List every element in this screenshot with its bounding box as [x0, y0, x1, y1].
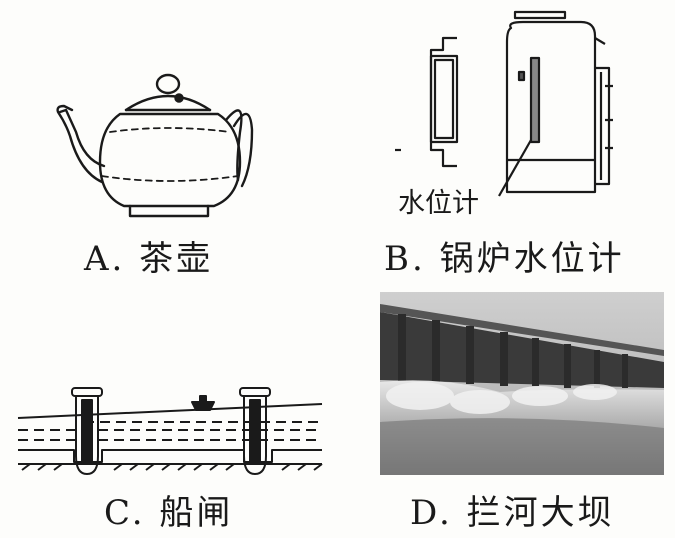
ship-lock-drawing: [17, 387, 323, 475]
dam-photo: [380, 292, 664, 475]
teapot-drawing: [56, 73, 254, 218]
caption-a: A. 茶壶: [84, 239, 214, 279]
boiler-drawing: [395, 10, 613, 197]
ship-lock-figure: [14, 378, 334, 478]
caption-c: C. 船闸: [104, 493, 234, 533]
teapot-figure: [50, 70, 254, 225]
boiler-gauge-figure: [395, 8, 620, 208]
water-gauge-label: 水位计: [398, 188, 479, 219]
dam-photo-drawing: [380, 292, 664, 475]
caption-b: B. 锅炉水位计: [384, 239, 625, 279]
caption-d: D. 拦河大坝: [410, 493, 615, 533]
